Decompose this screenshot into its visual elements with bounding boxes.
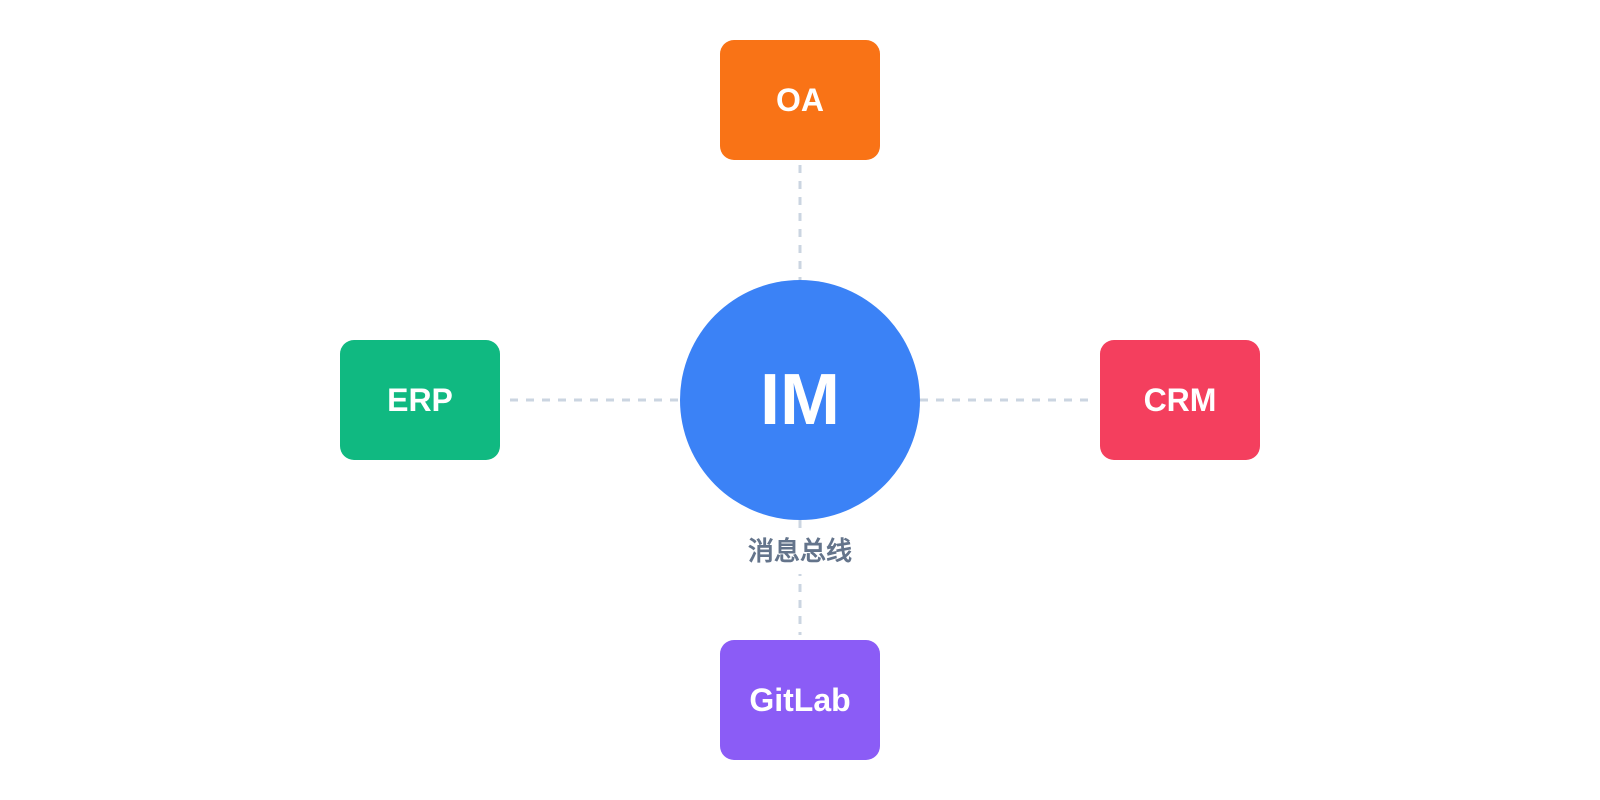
node-erp: ERP xyxy=(340,340,500,460)
hub-caption-text: 消息总线 xyxy=(743,537,856,567)
node-oa-label: OA xyxy=(776,81,824,118)
hub-caption: 消息总线 xyxy=(680,530,920,574)
node-gitlab: GitLab xyxy=(720,640,880,760)
node-crm-label: CRM xyxy=(1143,381,1217,418)
hub-im: IM xyxy=(680,280,920,520)
hub-label: IM xyxy=(760,360,840,440)
node-erp-label: ERP xyxy=(387,381,453,418)
node-crm: CRM xyxy=(1100,340,1260,460)
node-oa: OA xyxy=(720,40,880,160)
node-gitlab-label: GitLab xyxy=(749,681,851,718)
